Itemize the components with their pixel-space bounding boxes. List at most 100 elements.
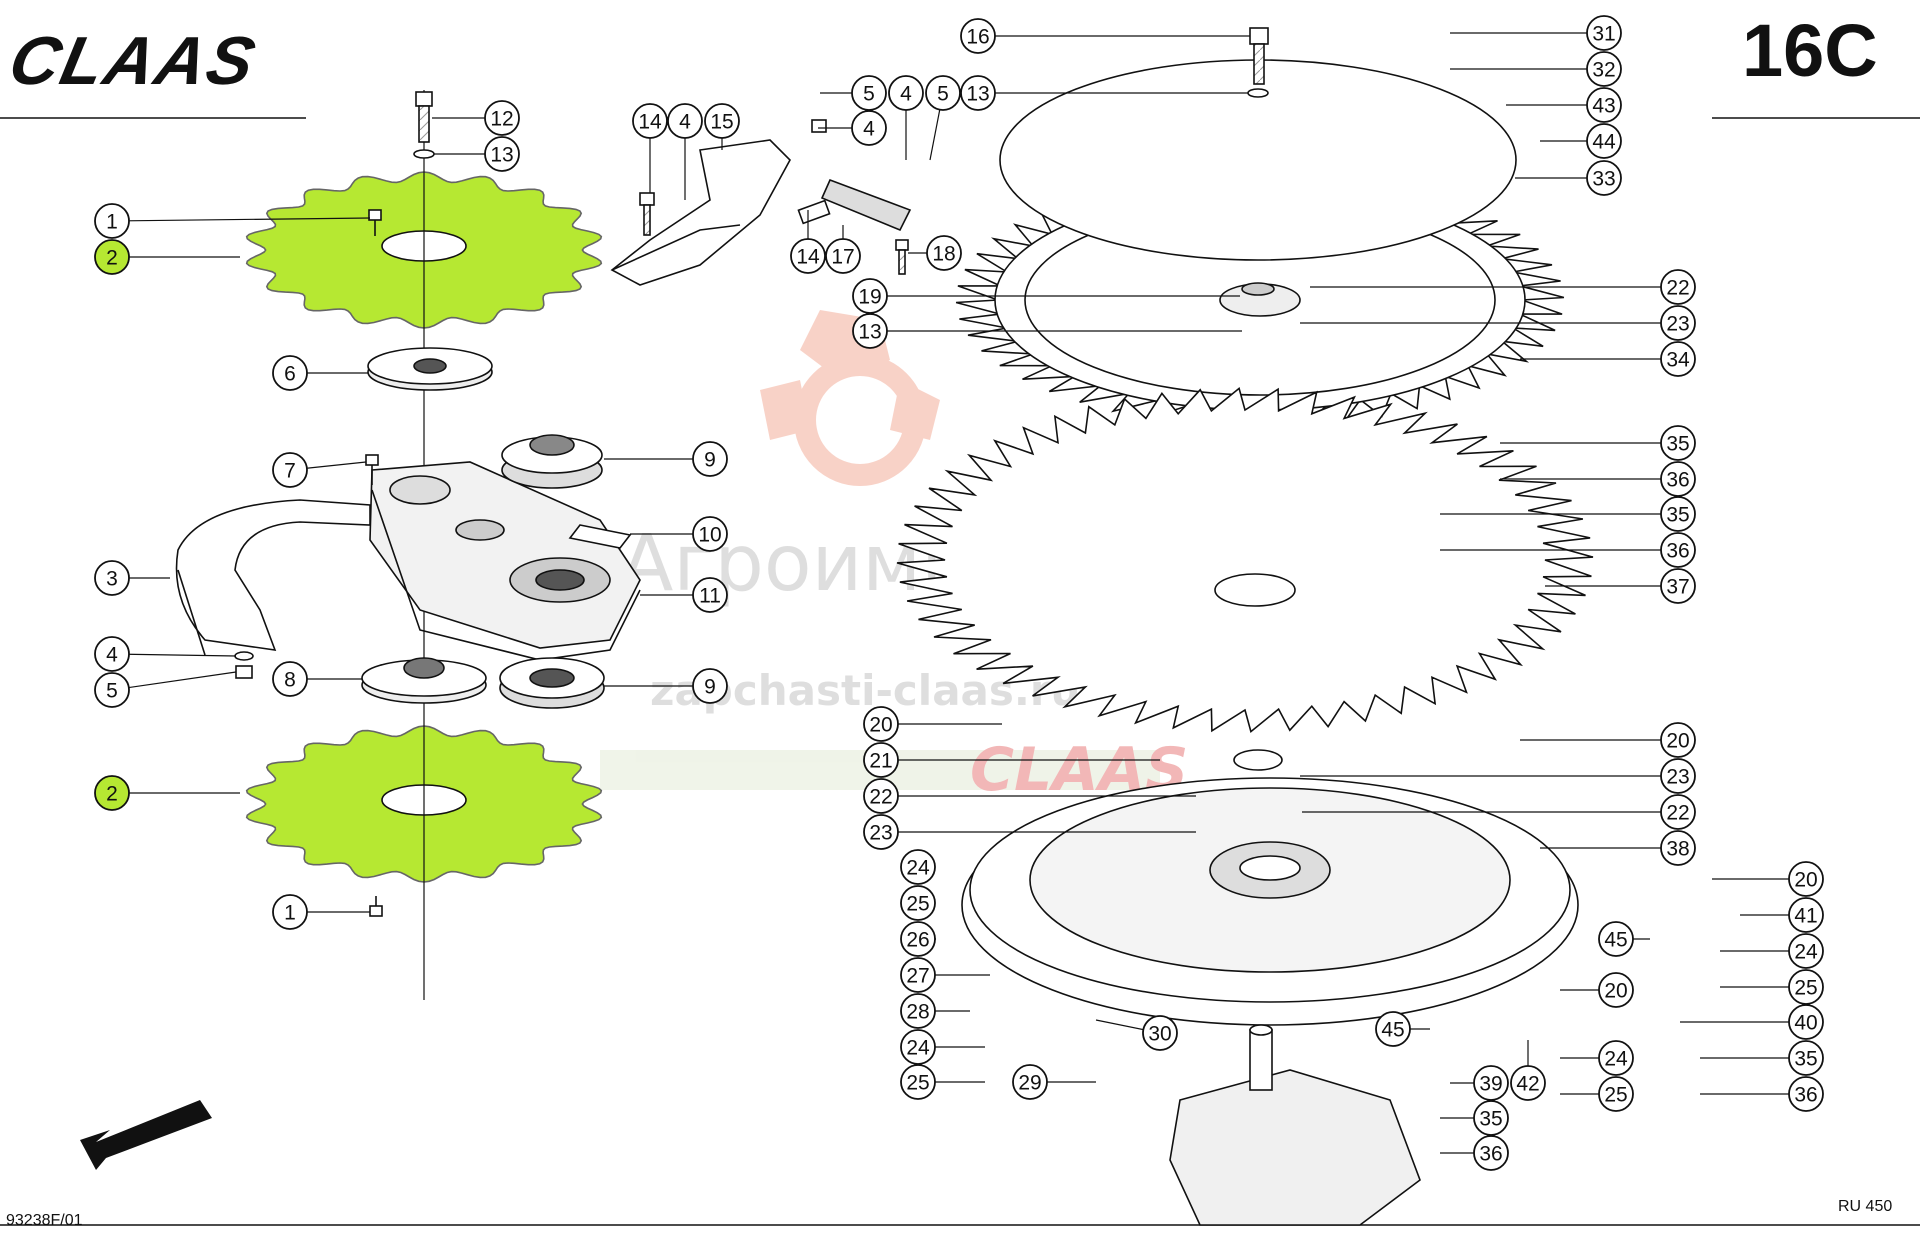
callout-23: 23 — [1660, 305, 1696, 341]
callout-11: 11 — [692, 577, 728, 613]
callout-number: 43 — [1592, 95, 1615, 118]
callout-20: 20 — [1660, 722, 1696, 758]
callout-number: 24 — [906, 1037, 930, 1060]
cutter-lower — [961, 749, 1579, 1226]
callout-circle — [925, 75, 961, 111]
callout-13: 13 — [484, 136, 520, 172]
callout-number: 35 — [1479, 1108, 1502, 1131]
callout-16: 16 — [960, 18, 996, 54]
callout-circle — [926, 235, 962, 271]
callout-number: 25 — [1604, 1084, 1627, 1107]
callout-number: 4 — [679, 111, 691, 134]
callout-15: 15 — [704, 103, 740, 139]
callout-number: 24 — [1604, 1048, 1628, 1071]
callout-circle — [1586, 15, 1622, 51]
callout-circle — [94, 636, 130, 672]
callout-24: 24 — [1788, 933, 1824, 969]
callout-29: 29 — [1012, 1064, 1048, 1100]
callout-circle — [900, 921, 936, 957]
callout-36: 36 — [1788, 1076, 1824, 1112]
callout-circle — [1788, 1040, 1824, 1076]
callout-24: 24 — [900, 1029, 936, 1065]
callout-number: 28 — [906, 1001, 929, 1024]
callout-number: 1 — [284, 902, 296, 925]
callout-circle — [900, 849, 936, 885]
callout-42: 42 — [1510, 1065, 1546, 1101]
callout-number: 12 — [490, 108, 513, 131]
callout-number: 20 — [1666, 730, 1689, 753]
callout-number: 45 — [1604, 929, 1627, 952]
page-code: 16C — [1742, 9, 1878, 92]
callout-circle — [272, 355, 308, 391]
callout-circle — [1660, 425, 1696, 461]
callout-circle — [1598, 1040, 1634, 1076]
callout-circle — [667, 103, 703, 139]
callout-circle — [1788, 933, 1824, 969]
callout-number: 45 — [1381, 1019, 1404, 1042]
callout-circle — [632, 103, 668, 139]
callout-20: 20 — [863, 706, 899, 742]
callout-number: 18 — [932, 243, 955, 266]
callout-10: 10 — [692, 516, 728, 552]
callout-circle — [94, 672, 130, 708]
callout-40: 40 — [1788, 1004, 1824, 1040]
callout-number: 16 — [966, 26, 989, 49]
callout-33: 33 — [1586, 160, 1622, 196]
callout-9: 9 — [692, 668, 728, 704]
callout-23: 23 — [863, 814, 899, 850]
drive-parts — [175, 90, 912, 1000]
callout-number: 22 — [869, 786, 892, 809]
callout-number: 36 — [1479, 1143, 1502, 1166]
callout-number: 11 — [699, 585, 721, 608]
callout-number: 2 — [106, 783, 118, 806]
callout-number: 1 — [106, 211, 118, 234]
callout-21: 21 — [863, 742, 899, 778]
callout-circle — [1586, 123, 1622, 159]
callout-number: 8 — [284, 669, 296, 692]
callout-number: 13 — [490, 144, 513, 167]
callout-circle — [272, 894, 308, 930]
callout-circle — [960, 75, 996, 111]
callout-number: 44 — [1592, 131, 1616, 154]
callout-37: 37 — [1660, 568, 1696, 604]
callout-28: 28 — [900, 993, 936, 1029]
callout-circle — [704, 103, 740, 139]
saw-ring-middle — [896, 387, 1594, 733]
callout-circle — [1660, 496, 1696, 532]
callout-circle — [852, 278, 888, 314]
callout-circle — [1473, 1065, 1509, 1101]
callout-number: 23 — [1666, 766, 1689, 789]
callout-circle — [900, 885, 936, 921]
callout-14: 14 — [790, 238, 826, 274]
callout-number: 13 — [858, 321, 881, 344]
callout-circle — [1586, 160, 1622, 196]
callout-number: 40 — [1794, 1012, 1817, 1035]
callout-circle — [1660, 722, 1696, 758]
callout-41: 41 — [1788, 897, 1824, 933]
callout-circle — [692, 668, 728, 704]
callout-circle — [484, 136, 520, 172]
callout-5: 5 — [94, 672, 130, 708]
callout-1: 1 — [272, 894, 308, 930]
callout-9: 9 — [692, 441, 728, 477]
callout-25: 25 — [900, 1064, 936, 1100]
callout-circle — [1788, 1004, 1824, 1040]
callout-17: 17 — [825, 238, 861, 274]
callout-32: 32 — [1586, 51, 1622, 87]
callout-4: 4 — [94, 636, 130, 672]
callout-number: 23 — [869, 822, 892, 845]
callout-number: 25 — [1794, 977, 1817, 1000]
callout-number: 21 — [869, 750, 892, 773]
callout-22: 22 — [1660, 794, 1696, 830]
callout-26: 26 — [900, 921, 936, 957]
callout-circle — [692, 516, 728, 552]
callout-circle — [825, 238, 861, 274]
callout-5: 5 — [851, 75, 887, 111]
callout-number: 15 — [710, 111, 733, 134]
callout-23: 23 — [1660, 758, 1696, 794]
callout-35: 35 — [1788, 1040, 1824, 1076]
cutter-upper — [955, 27, 1565, 429]
callout-number: 36 — [1794, 1084, 1817, 1107]
callout-25: 25 — [1598, 1076, 1634, 1112]
drawing-number: 93238F/01 — [6, 1212, 83, 1229]
